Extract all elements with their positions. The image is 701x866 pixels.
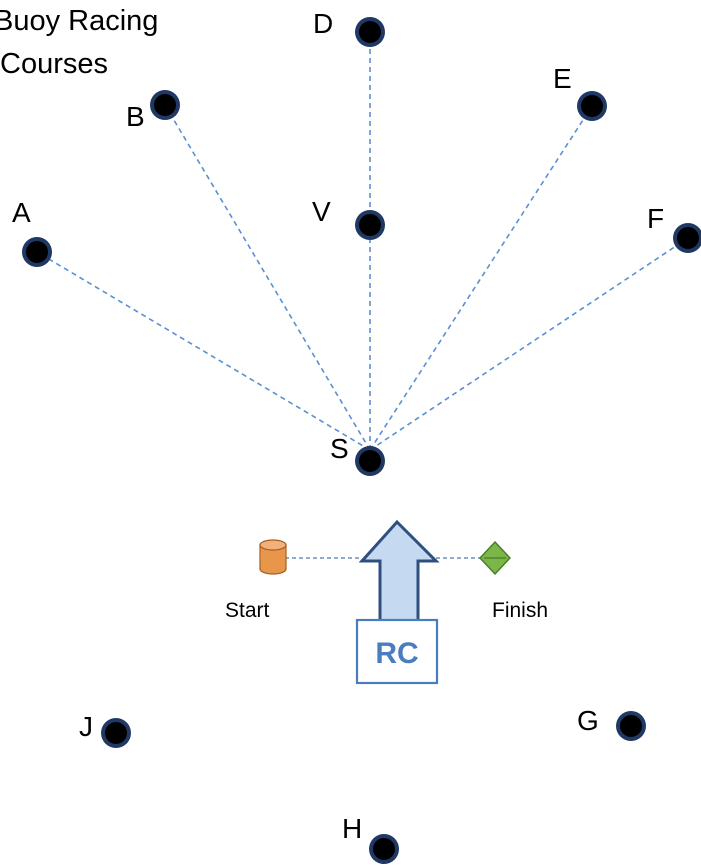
buoy-mark-g (616, 711, 646, 741)
course-line-s-a (36, 251, 371, 451)
finish-label: Finish (492, 599, 548, 622)
title-line-2: Courses (0, 48, 108, 80)
committee-boat-box (355, 618, 439, 685)
mark-label-j: J (79, 711, 93, 742)
start-buoy-icon (259, 539, 287, 575)
mark-label-f: F (647, 203, 664, 234)
mark-label-s: S (330, 433, 349, 464)
committee-boat: RC (355, 618, 439, 685)
mark-label-a: A (12, 197, 31, 228)
buoy-mark-f (673, 223, 701, 253)
mark-label-g: G (577, 705, 599, 736)
course-line-s-b (164, 104, 371, 451)
mark-label-d: D (313, 8, 333, 39)
buoy-mark-h (369, 834, 399, 864)
committee-boat-arrow-icon (358, 519, 440, 624)
start-label: Start (225, 599, 270, 622)
mark-label-b: B (126, 101, 145, 132)
buoy-mark-a (22, 237, 52, 267)
finish-buoy-icon (479, 540, 511, 576)
buoy-mark-b (150, 90, 180, 120)
course-line-s-e (369, 105, 593, 451)
course-lines (36, 32, 689, 451)
course-line-s-f (369, 237, 689, 451)
buoy-mark-s (355, 446, 385, 476)
buoy-mark-d (355, 17, 385, 47)
mark-label-e: E (553, 63, 572, 94)
buoy-mark-e (577, 91, 607, 121)
mark-label-h: H (342, 813, 362, 844)
title-line-1: Buoy Racing (0, 5, 158, 37)
committee-boat-label: RC (375, 637, 418, 670)
buoy-mark-j (101, 718, 131, 748)
mark-label-v: V (312, 196, 331, 227)
buoy-mark-v (355, 210, 385, 240)
